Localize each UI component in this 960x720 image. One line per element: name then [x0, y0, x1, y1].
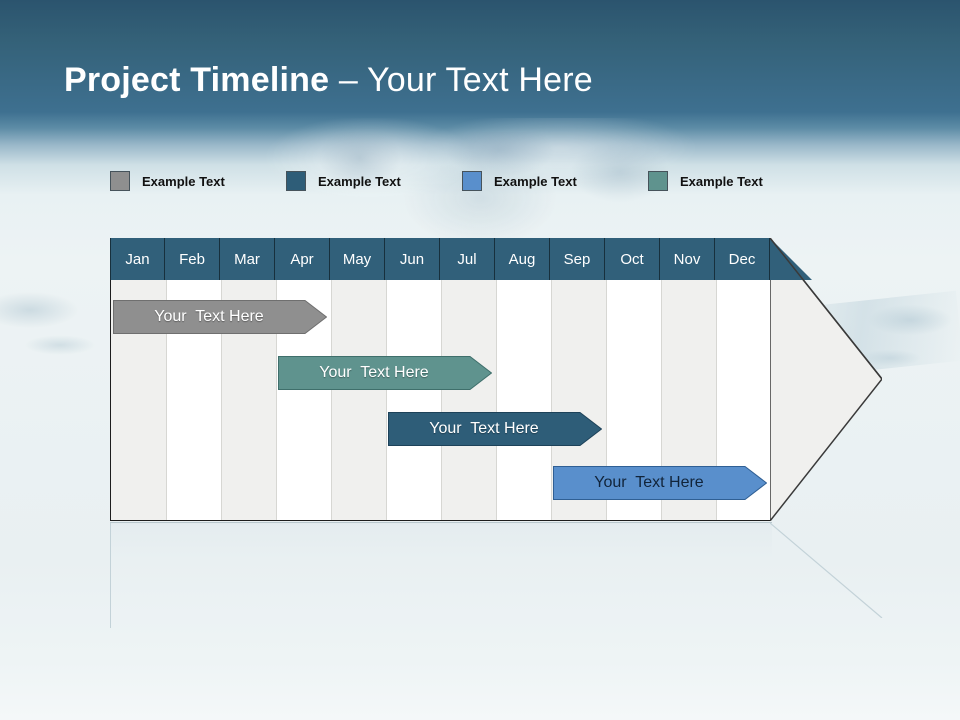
chart-reflection: [110, 523, 772, 628]
column-divider: [166, 280, 167, 520]
legend-item-label: Example Text: [318, 173, 401, 189]
title-light: Your Text Here: [367, 61, 593, 99]
reflection-arrow: [770, 523, 883, 618]
task-bar-1[interactable]: Your Text Here: [113, 300, 327, 334]
legend-gray-swatch: [110, 171, 130, 191]
month-header-mar[interactable]: Mar: [220, 238, 275, 280]
title-dash: –: [329, 61, 368, 99]
column-divider: [221, 280, 222, 520]
column-divider: [331, 280, 332, 520]
title-strong: Project Timeline: [64, 61, 330, 99]
legend-item-2[interactable]: Example Text: [286, 170, 401, 192]
task-bar-2[interactable]: Your Text Here: [278, 356, 492, 390]
legend-light-blue-swatch: [462, 171, 482, 191]
column-divider: [661, 280, 662, 520]
task-bar-3-shape: [388, 412, 602, 446]
task-bar-1-shape: [113, 300, 327, 334]
month-header-oct[interactable]: Oct: [605, 238, 660, 280]
legend-dark-blue-swatch: [286, 171, 306, 191]
month-header-jul[interactable]: Jul: [440, 238, 495, 280]
month-header-jan[interactable]: Jan: [110, 238, 165, 280]
month-header-may[interactable]: May: [330, 238, 385, 280]
month-header-dec[interactable]: Dec: [715, 238, 770, 280]
legend-item-3[interactable]: Example Text: [462, 170, 577, 192]
month-header-sep[interactable]: Sep: [550, 238, 605, 280]
timeline-column-jul: [441, 280, 496, 520]
legend-item-label: Example Text: [680, 173, 763, 189]
legend-item-1[interactable]: Example Text: [110, 170, 225, 192]
column-divider: [276, 280, 277, 520]
month-header-aug[interactable]: Aug: [495, 238, 550, 280]
column-divider: [716, 280, 717, 520]
legend-item-4[interactable]: Example Text: [648, 170, 763, 192]
month-header-feb[interactable]: Feb: [165, 238, 220, 280]
column-divider: [551, 280, 552, 520]
page-title: Project Timeline – Your Text Here: [64, 58, 593, 102]
timeline-column-jun: [386, 280, 441, 520]
task-bar-4-shape: [553, 466, 767, 500]
month-header-jun[interactable]: Jun: [385, 238, 440, 280]
legend-item-label: Example Text: [494, 173, 577, 189]
month-header-nov[interactable]: Nov: [660, 238, 715, 280]
column-divider: [496, 280, 497, 520]
column-divider: [441, 280, 442, 520]
column-divider: [386, 280, 387, 520]
month-header-apr[interactable]: Apr: [275, 238, 330, 280]
legend-teal-swatch: [648, 171, 668, 191]
legend-item-label: Example Text: [142, 173, 225, 189]
task-bar-2-shape: [278, 356, 492, 390]
task-bar-3[interactable]: Your Text Here: [388, 412, 602, 446]
timeline-column-aug: [496, 280, 551, 520]
column-divider: [606, 280, 607, 520]
timeline-column-may: [331, 280, 386, 520]
timeline-arrow-head: [770, 238, 882, 521]
task-bar-4[interactable]: Your Text Here: [553, 466, 767, 500]
